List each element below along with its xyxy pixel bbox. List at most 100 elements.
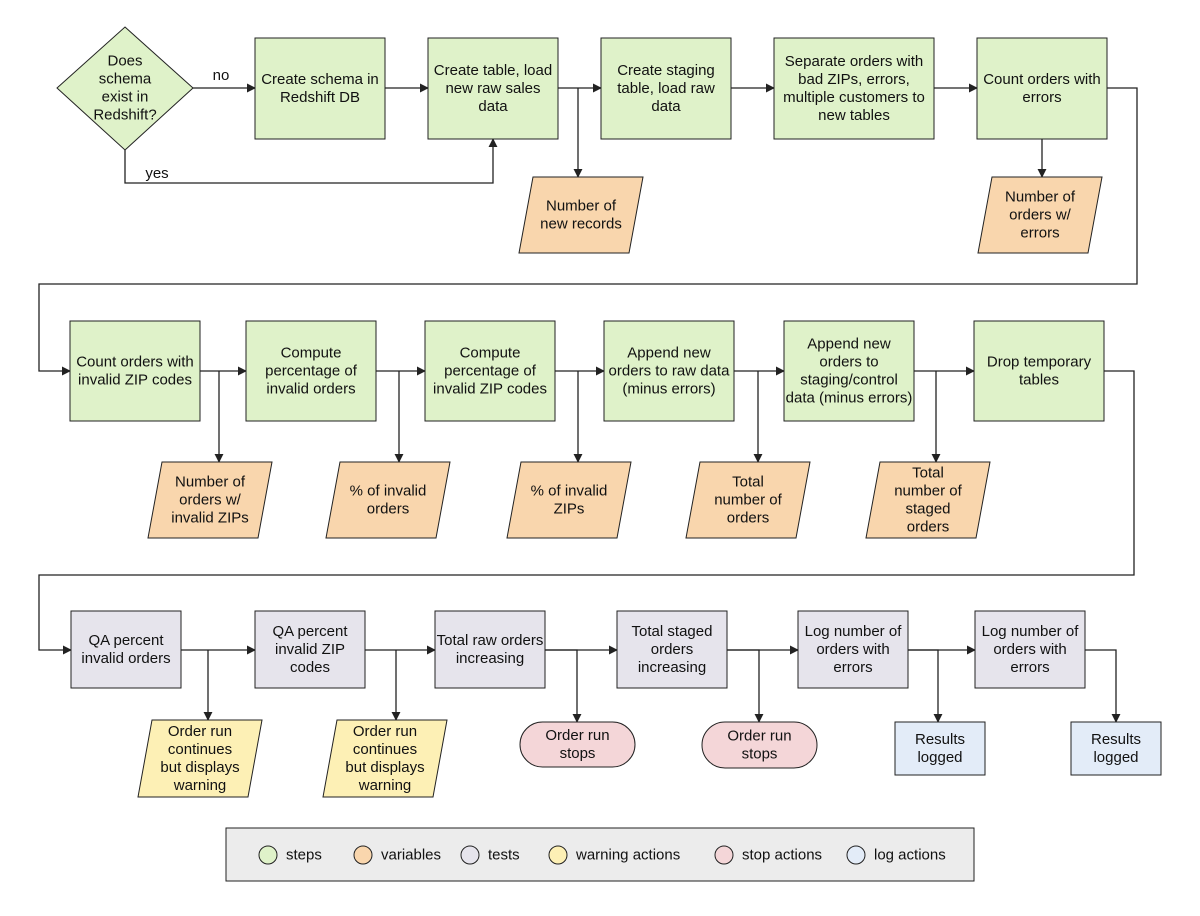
legend-label: tests — [488, 847, 520, 864]
step-box-line: Create schema in — [261, 71, 379, 88]
step-box-shape — [254, 37, 386, 140]
legend-label: variables — [381, 847, 441, 864]
log-box-line: Results — [1091, 731, 1141, 748]
legend-label: warning actions — [575, 847, 680, 864]
step-box-shape — [427, 37, 559, 140]
step-box-shape — [773, 37, 935, 140]
legend-label: stop actions — [742, 847, 822, 864]
no-label: no — [213, 67, 230, 84]
step-box-line: Compute — [281, 345, 342, 362]
variable-box-shape — [325, 461, 451, 539]
warning-box-line: Order run — [353, 723, 417, 740]
warning-box-shape — [137, 719, 263, 798]
step-box-line: percentage of — [444, 363, 537, 380]
test-box-shape — [616, 610, 728, 689]
test-box-line: increasing — [456, 650, 524, 667]
test-box-line: orders — [651, 641, 694, 658]
variable-box-shape — [685, 461, 811, 539]
step-box-line: multiple customers to — [783, 89, 925, 106]
yes-label: yes — [145, 165, 168, 182]
test-box-line: QA percent — [88, 632, 164, 649]
variable-box-line: staged — [905, 501, 950, 518]
decision-line: schema — [99, 71, 152, 88]
log-box-line: logged — [917, 749, 962, 766]
connector — [727, 649, 764, 723]
connectors — [38, 83, 1138, 723]
step-box-shape — [245, 320, 377, 422]
legend-item: stop actions — [714, 845, 822, 865]
variable-box-line: orders — [367, 501, 410, 518]
step-box-line: Count orders with — [983, 71, 1101, 88]
test-box-line: increasing — [638, 659, 706, 676]
test-box-shape — [254, 610, 366, 689]
test-box-line: invalid orders — [81, 650, 170, 667]
stop-pill-line: stops — [560, 745, 596, 762]
step-box-line: new raw sales — [445, 80, 540, 97]
step-box-line: data — [478, 98, 508, 115]
legend-item: warning actions — [548, 845, 680, 865]
test-box-line: invalid ZIP — [275, 641, 345, 658]
variable-box-line: new records — [540, 216, 622, 233]
log-box-shape — [894, 721, 986, 776]
test-box-shape — [797, 610, 909, 689]
connector — [908, 649, 943, 723]
legend-item: log actions — [846, 845, 946, 865]
test-box-line: Total staged — [632, 623, 713, 640]
variable-box-line: Number of — [1005, 189, 1076, 206]
step-box-line: invalid ZIP codes — [78, 372, 192, 389]
variable-box-line: invalid ZIPs — [171, 510, 249, 527]
warning-box-line: warning — [173, 777, 227, 794]
step-box-line: invalid orders — [266, 381, 355, 398]
step-box-line: data (minus errors) — [786, 390, 913, 407]
step-box-line: Drop temporary — [987, 354, 1092, 371]
variable-box-shape — [147, 461, 273, 539]
legend-swatch — [353, 845, 373, 865]
stop-pill-line: Order run — [545, 727, 609, 744]
step-box-line: Create staging — [617, 62, 715, 79]
step-box-shape — [603, 320, 735, 422]
stop-pill-line: Order run — [727, 728, 791, 745]
log-box-line: Results — [915, 731, 965, 748]
legend-swatch — [714, 845, 734, 865]
test-box-shape — [434, 610, 546, 689]
test-box-shape — [70, 610, 182, 689]
step-box-line: staging/control — [800, 372, 898, 389]
step-box-line: Separate orders with — [785, 53, 923, 70]
variable-box-line: Total — [732, 474, 764, 491]
step-box-line: Compute — [460, 345, 521, 362]
test-box-line: errors — [1010, 659, 1049, 676]
connector — [38, 370, 1135, 655]
legend-swatch — [846, 845, 866, 865]
test-box-line: errors — [833, 659, 872, 676]
legend-label: log actions — [874, 847, 946, 864]
step-box-shape — [424, 320, 556, 422]
legend-item: steps — [258, 845, 322, 865]
variable-box-line: Number of — [175, 474, 246, 491]
test-box-line: orders with — [993, 641, 1066, 658]
stop-pill-shape — [701, 721, 818, 769]
variable-box-line: Total — [912, 465, 944, 482]
step-box-line: Redshift DB — [280, 89, 360, 106]
variable-box-shape — [518, 176, 644, 254]
connector — [545, 649, 582, 723]
step-box-shape — [976, 37, 1108, 140]
variable-box-line: % of invalid — [350, 483, 427, 500]
step-box-line: bad ZIPs, errors, — [798, 71, 910, 88]
